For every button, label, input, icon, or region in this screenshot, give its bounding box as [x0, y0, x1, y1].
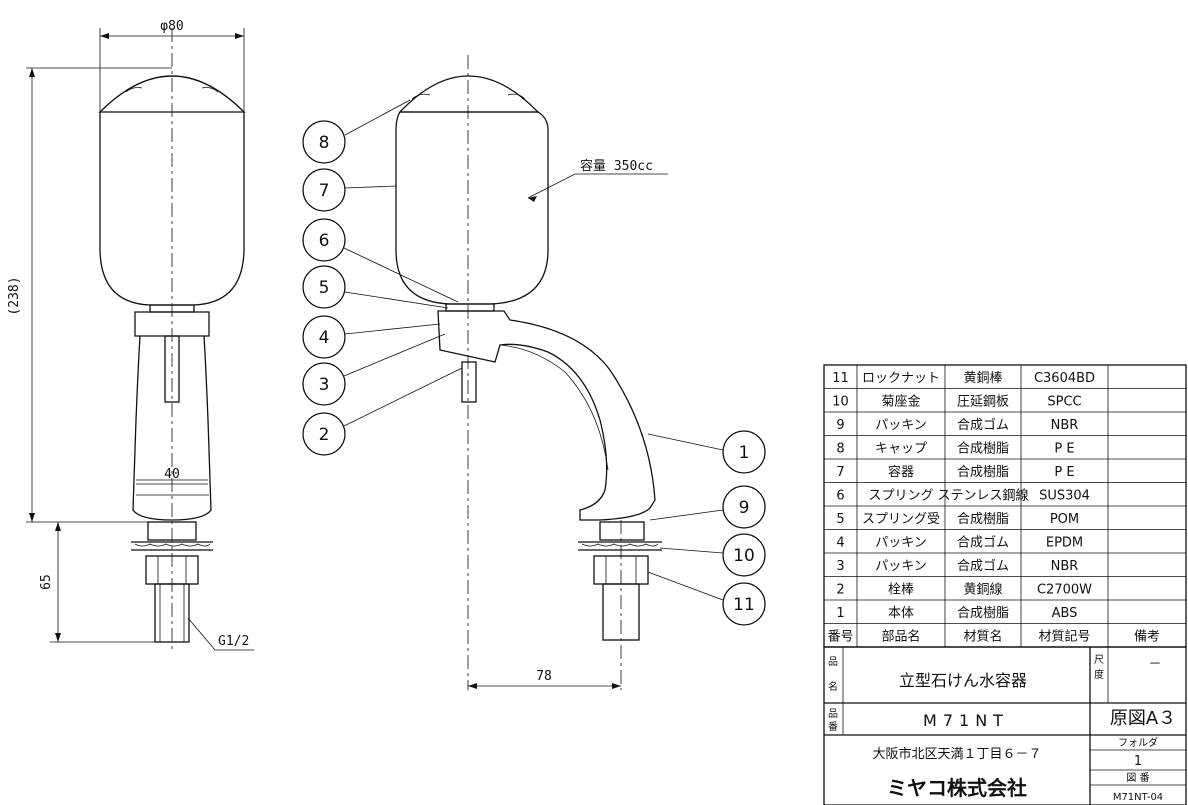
- balloon-4: 4: [319, 328, 330, 348]
- table-header-no: 番号: [827, 629, 853, 644]
- balloon-11: 11: [733, 595, 755, 615]
- label-name-2: 名: [828, 680, 838, 693]
- table-cell-material: 黄銅棒: [963, 371, 1002, 386]
- table-cell-material: 合成樹脂: [957, 606, 1009, 621]
- balloon-3: 3: [319, 375, 330, 395]
- table-cell-no: 2: [836, 582, 844, 597]
- table-cell-no: 1: [836, 606, 844, 621]
- table-cell-name: スプリング受: [862, 512, 940, 527]
- table-cell-name: パッキン: [875, 559, 927, 574]
- balloon-8: 8: [319, 133, 330, 153]
- balloon-2: 2: [319, 425, 330, 445]
- table-cell-no: 10: [832, 394, 849, 409]
- label-name-1: 品: [828, 656, 838, 668]
- table-cell-code: C3604BD: [1034, 371, 1095, 386]
- balloon-10: 10: [733, 546, 755, 566]
- table-cell-material: 黄銅線: [963, 581, 1002, 597]
- balloon-7: 7: [319, 181, 330, 201]
- table-header-note: 備考: [1134, 628, 1160, 644]
- table-cell-code: NBR: [1051, 418, 1079, 433]
- balloons: 8 7 6 5 4 3 2 1 9 10: [302, 99, 766, 626]
- table-cell-no: 11: [832, 371, 849, 386]
- table-cell-code: C2700W: [1037, 582, 1092, 597]
- table-cell-name: 菊座金: [881, 393, 920, 409]
- balloon-6: 6: [319, 231, 330, 251]
- table-cell-name: 本体: [888, 606, 914, 621]
- table-cell-no: 5: [836, 512, 844, 527]
- table-cell-material: 合成樹脂: [957, 465, 1009, 480]
- table-cell-name: ロックナット: [862, 371, 940, 386]
- table-cell-code: ABS: [1052, 606, 1078, 621]
- table-header-name: 部品名: [881, 628, 920, 644]
- table-cell-no: 7: [836, 465, 844, 480]
- table-cell-material: 合成樹脂: [957, 512, 1009, 527]
- table-header-material: 材質名: [963, 628, 1002, 644]
- table-cell-material: 合成ゴム: [957, 417, 1009, 433]
- table-cell-material: 圧延鋼板: [957, 394, 1009, 409]
- table-cell-name: スプリング: [868, 488, 933, 503]
- company-name: ミヤコ株式会社: [887, 776, 1027, 800]
- product-code: M71NT: [923, 711, 1009, 730]
- folder-value: 1: [1134, 754, 1142, 769]
- title-block: 品 名 立型石けん水容器 尺 度 － 品 番 M71NT 原図A３ 大阪市北区天…: [823, 646, 1187, 805]
- table-cell-name: 栓棒: [888, 582, 914, 597]
- table-cell-material: 合成ゴム: [957, 534, 1009, 550]
- balloon-5: 5: [319, 278, 330, 298]
- label-scale-2: 度: [1094, 668, 1104, 681]
- balloon-1: 1: [739, 443, 750, 463]
- table-cell-code: P E: [1054, 441, 1074, 456]
- dim-height-65: 65: [39, 574, 54, 590]
- table-cell-name: パッキン: [875, 418, 927, 433]
- dim-width-40: 40: [164, 467, 180, 482]
- side-view: 78 容量 350cc: [395, 55, 668, 690]
- label-scale-1: 尺: [1094, 654, 1104, 666]
- table-cell-no: 3: [836, 559, 844, 574]
- product-name: 立型石けん水容器: [899, 671, 1027, 690]
- drawing-no-label: 図 番: [1126, 772, 1149, 784]
- table-cell-no: 8: [836, 441, 844, 456]
- table-cell-code: SPCC: [1047, 394, 1081, 409]
- table-cell-code: SUS304: [1039, 488, 1090, 503]
- table-cell-code: POM: [1050, 512, 1079, 527]
- dim-offset-78: 78: [536, 669, 552, 684]
- table-cell-no: 6: [836, 488, 844, 503]
- company-address: 大阪市北区天満１丁目６－７: [872, 746, 1041, 762]
- dim-thread: G1/2: [218, 634, 249, 649]
- table-cell-no: 9: [836, 418, 844, 433]
- dim-diameter: φ80: [160, 19, 183, 34]
- table-cell-no: 4: [836, 535, 844, 550]
- table-cell-name: 容器: [888, 464, 914, 480]
- table-cell-name: キャップ: [875, 441, 927, 456]
- scale-value: －: [1148, 657, 1161, 672]
- label-code-1: 品: [828, 708, 838, 720]
- label-code-2: 番: [828, 721, 838, 733]
- table-cell-material: 合成ゴム: [957, 558, 1009, 574]
- table-cell-code: EPDM: [1046, 535, 1083, 550]
- table-cell-name: パッキン: [875, 535, 927, 550]
- drawing-no: M71NT-04: [1113, 792, 1163, 803]
- balloon-9: 9: [739, 498, 750, 518]
- table-cell-code: NBR: [1051, 559, 1079, 574]
- capacity-label: 容量 350cc: [580, 158, 653, 174]
- original-size: 原図A３: [1110, 708, 1176, 729]
- table-header-code: 材質記号: [1038, 628, 1090, 644]
- table-cell-material: ステンレス鋼線: [937, 487, 1028, 503]
- dim-height: (238): [7, 276, 22, 315]
- front-view: φ80 (238) 40 65 G1/2: [7, 19, 254, 652]
- folder-label: フォルダ: [1118, 736, 1158, 749]
- table-cell-code: P E: [1054, 465, 1074, 480]
- table-cell-material: 合成樹脂: [957, 441, 1009, 456]
